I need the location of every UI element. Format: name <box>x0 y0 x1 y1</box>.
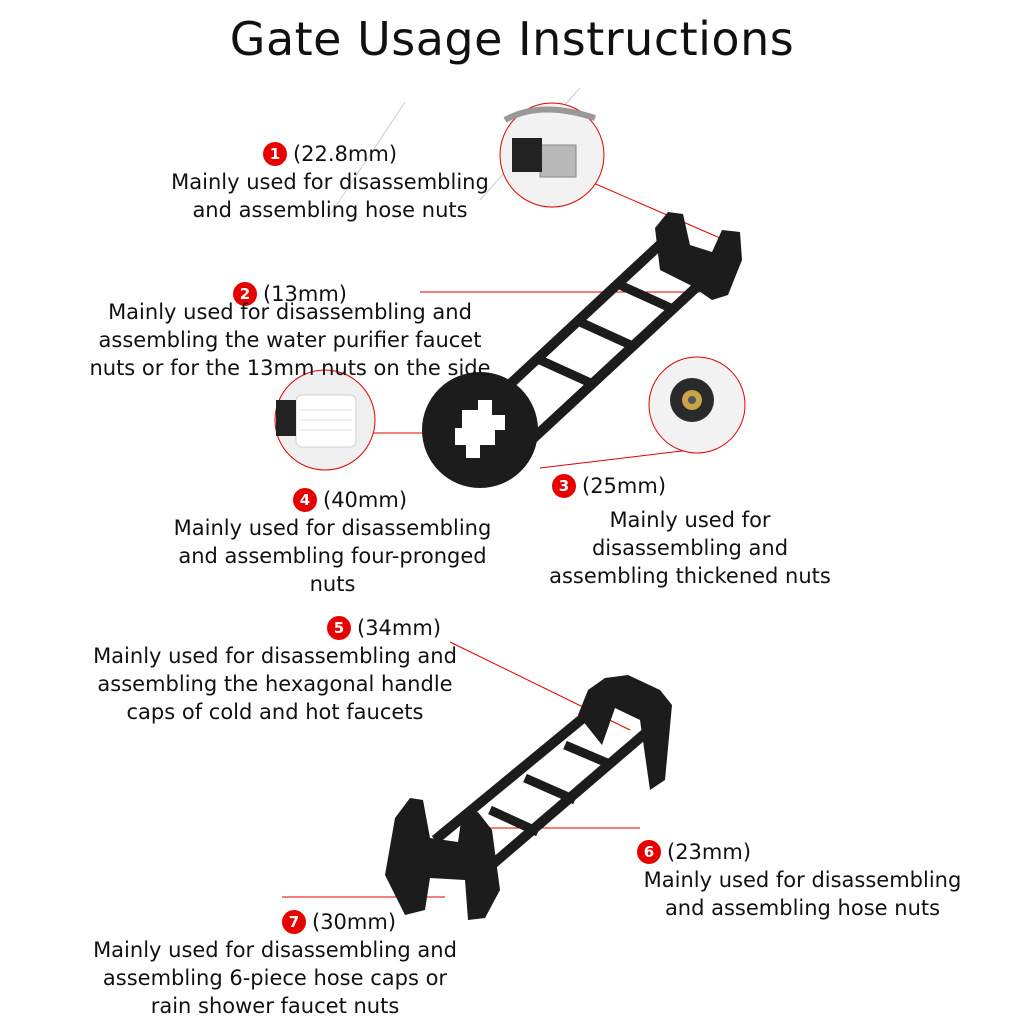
note-description: Mainly used for disassembling and assemb… <box>93 938 457 1018</box>
inset-hose-nut <box>499 102 605 208</box>
top-wrench <box>422 212 742 488</box>
note-30mm: 7 (30mm) Mainly used for disassembling a… <box>75 908 475 1020</box>
note-description: Mainly used for disassembling and assemb… <box>93 644 457 724</box>
inset-thickened-nut <box>648 356 746 454</box>
number-badge: 1 <box>262 142 287 166</box>
note-22-8mm: 1 (22.8mm) Mainly used for disassembling… <box>150 140 510 224</box>
note-description: Mainly used for disassembling and assemb… <box>549 508 831 588</box>
note-size: (23mm) <box>667 840 752 864</box>
note-25mm: 3 (25mm) Mainly used for disassembling a… <box>530 472 850 590</box>
number-badge: 5 <box>327 616 351 640</box>
note-size: (22.8mm) <box>292 142 398 166</box>
note-description: Mainly used for disassembling and assemb… <box>89 300 491 380</box>
page-title: Gate Usage Instructions <box>229 12 795 66</box>
note-34mm: 5 (34mm) Mainly used for disassembling a… <box>75 614 475 726</box>
note-13mm: 2 (13mm) Mainly used for disassembling a… <box>70 280 510 382</box>
note-header: 1 (22.8mm) <box>150 140 510 168</box>
note-size: (25mm) <box>582 474 667 498</box>
note-header: 2 (13mm) <box>70 280 510 308</box>
note-header: 7 (30mm) <box>75 908 475 936</box>
note-header: 4 (40mm) <box>155 486 510 514</box>
note-size: (13mm) <box>262 282 348 306</box>
bottom-wrench <box>385 675 672 920</box>
number-badge: 4 <box>293 488 317 512</box>
note-size: (34mm) <box>357 616 442 640</box>
note-description: Mainly used for disassembling and assemb… <box>643 868 962 920</box>
note-header: 5 (34mm) <box>75 614 475 642</box>
number-badge: 7 <box>282 910 306 934</box>
note-40mm: 4 (40mm) Mainly used for disassembling a… <box>155 486 510 598</box>
number-badge: 2 <box>232 282 257 306</box>
number-badge: 3 <box>552 474 576 498</box>
inset-four-pronged-nut <box>274 369 376 471</box>
note-header: 6 (23mm) <box>625 838 980 866</box>
note-23mm: 6 (23mm) Mainly used for disassembling a… <box>625 838 980 922</box>
note-description: Mainly used for disassembling and assemb… <box>171 170 489 222</box>
note-size: (30mm) <box>312 910 397 934</box>
note-description: Mainly used for disassembling and assemb… <box>173 516 492 596</box>
number-badge: 6 <box>637 840 661 864</box>
note-size: (40mm) <box>323 488 408 512</box>
note-header: 3 (25mm) <box>530 472 850 500</box>
